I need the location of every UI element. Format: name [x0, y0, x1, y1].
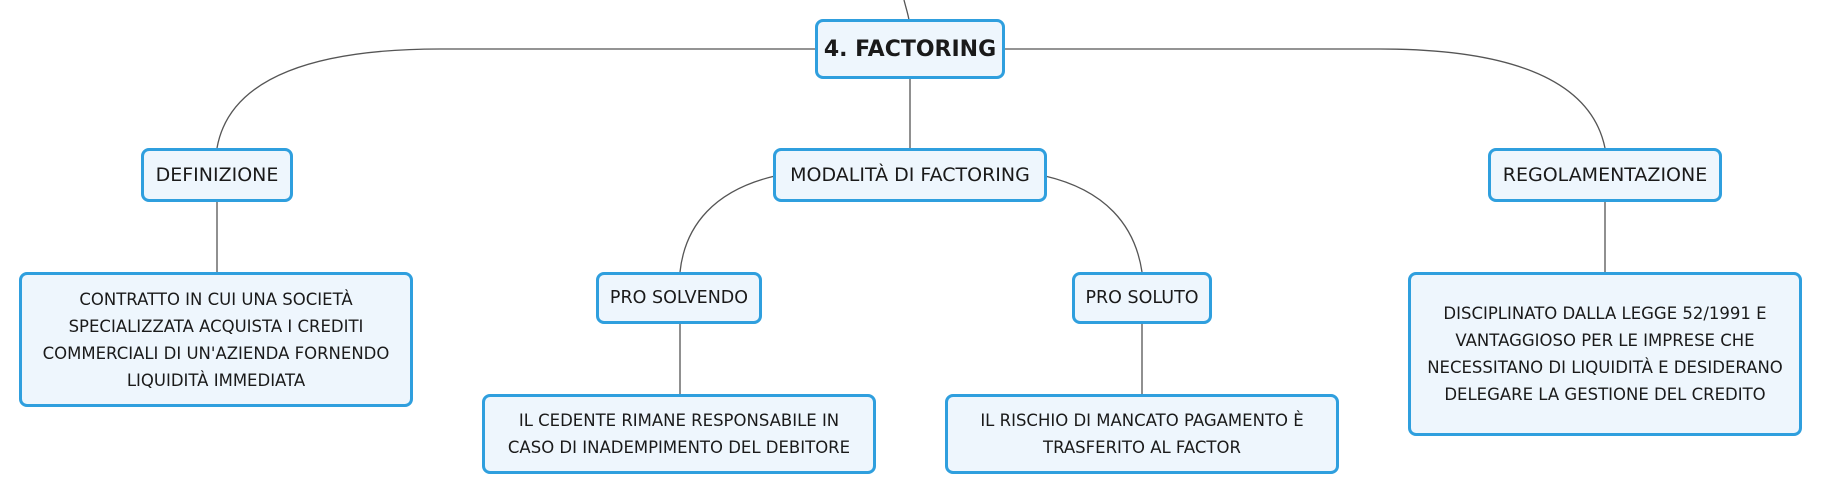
detail-regolamentazione-text: DISCIPLINATO DALLA LEGGE 52/1991 E VANTA… — [1427, 304, 1783, 404]
root-topic[interactable]: 4. FACTORING — [815, 19, 1005, 79]
detail-pro-soluto[interactable]: IL RISCHIO DI MANCATO PAGAMENTO È TRASFE… — [945, 394, 1339, 474]
connector-modalita-to-pro-solvendo — [679, 175, 776, 273]
connector-parent-to-root — [903, 0, 910, 21]
connector-root-to-regolamentazione — [1005, 48, 1606, 149]
topic-pro-soluto[interactable]: PRO SOLUTO — [1072, 272, 1212, 324]
detail-regolamentazione[interactable]: DISCIPLINATO DALLA LEGGE 52/1991 E VANTA… — [1408, 272, 1802, 436]
topic-pro-solvendo-label: PRO SOLVENDO — [609, 288, 749, 308]
topic-pro-solvendo[interactable]: PRO SOLVENDO — [596, 272, 762, 324]
topic-definizione[interactable]: DEFINIZIONE — [141, 148, 293, 202]
topic-modalita-di-factoring[interactable]: MODALITÀ DI FACTORING — [773, 148, 1047, 202]
detail-definizione-text: CONTRATTO IN CUI UNA SOCIETÀ SPECIALIZZA… — [42, 289, 390, 390]
detail-definizione[interactable]: CONTRATTO IN CUI UNA SOCIETÀ SPECIALIZZA… — [19, 272, 413, 407]
topic-definizione-label: DEFINIZIONE — [155, 164, 279, 186]
detail-pro-solvendo-text: IL CEDENTE RIMANE RESPONSABILE IN CASO D… — [507, 411, 851, 457]
detail-pro-solvendo[interactable]: IL CEDENTE RIMANE RESPONSABILE IN CASO D… — [482, 394, 876, 474]
connector-root-to-definizione — [216, 48, 815, 149]
topic-modalita-label: MODALITÀ DI FACTORING — [790, 164, 1030, 186]
connector-modalita-to-pro-soluto — [1044, 175, 1143, 273]
topic-regolamentazione[interactable]: REGOLAMENTAZIONE — [1488, 148, 1722, 202]
topic-regolamentazione-label: REGOLAMENTAZIONE — [1502, 164, 1708, 186]
topic-pro-soluto-label: PRO SOLUTO — [1085, 288, 1199, 308]
detail-pro-soluto-text: IL RISCHIO DI MANCATO PAGAMENTO È TRASFE… — [980, 411, 1304, 457]
root-topic-label: 4. FACTORING — [823, 36, 997, 62]
